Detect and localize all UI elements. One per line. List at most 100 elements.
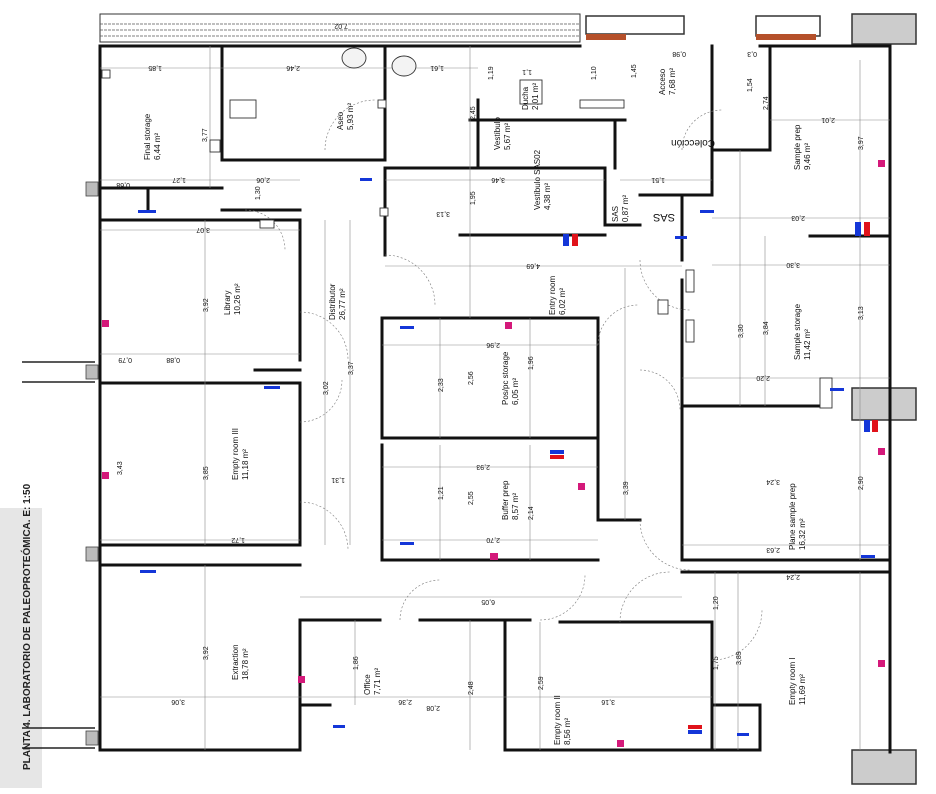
plan-title: PLANTA 4. LABORATORIO DE PALEOPROTEÓMICA… bbox=[20, 483, 33, 770]
area-empty-room-ii: 8,56 m² bbox=[563, 718, 572, 745]
room-collection: Colección bbox=[671, 137, 715, 148]
dim-d48: 1,72 bbox=[231, 536, 245, 543]
dim-d61: 1,86 bbox=[353, 656, 360, 670]
room-empty-room-iii: Empty room III bbox=[231, 428, 240, 480]
dim-d44: 3,24 bbox=[766, 478, 780, 485]
area-aseo: 5,93 m² bbox=[346, 103, 355, 130]
area-vestibulo: 5,67 m² bbox=[503, 123, 512, 150]
dim-d7: 1,19 bbox=[488, 66, 495, 80]
dim-d35: 2,33 bbox=[438, 378, 445, 392]
room-final-storage: Final storage bbox=[143, 113, 152, 160]
room-vestibulo-sas: Vestíbulo SAS02 bbox=[533, 149, 542, 210]
dim-d59: 3,06 bbox=[171, 698, 185, 705]
dim-d27: 3,92 bbox=[203, 298, 210, 312]
area-empty-room-iii: 11,18 m² bbox=[241, 449, 250, 480]
dim-d58: 1,75 bbox=[713, 656, 720, 670]
dim-d16: 2,06 bbox=[256, 176, 270, 183]
dim-d12: 2,74 bbox=[763, 96, 770, 110]
dim-d10: 0,3 bbox=[747, 50, 757, 57]
dim-d28: 2,96 bbox=[486, 341, 500, 348]
dim-d31: 3,13 bbox=[858, 306, 865, 320]
area-entry-room: 6,02 m² bbox=[558, 288, 567, 315]
room-sas: SAS bbox=[611, 206, 620, 222]
dim-d49: 2,70 bbox=[486, 536, 500, 543]
dim-d5: 1,10 bbox=[591, 66, 598, 80]
area-acceso: 7,68 m² bbox=[668, 68, 677, 95]
dim-d37: 1,96 bbox=[528, 356, 535, 370]
dim-d8: 2,45 bbox=[470, 106, 477, 120]
area-buffer-prep: 8,57 m² bbox=[511, 493, 520, 520]
dim-d43: 2,14 bbox=[528, 506, 535, 520]
room-distributor: Distributor bbox=[328, 283, 337, 320]
room-empty-room-ii: Empty room II bbox=[553, 695, 562, 745]
dim-d2: 2,46 bbox=[286, 64, 300, 71]
dim-d63: 3,89 bbox=[736, 651, 743, 665]
dim-d51: 2,24 bbox=[786, 573, 800, 580]
area-pcr-storage: 6,05 m² bbox=[511, 378, 520, 405]
dim-d4: 1,1 bbox=[522, 68, 532, 75]
dim-d33: 3,02 bbox=[323, 381, 330, 395]
room-vestibulo: Vestíbulo bbox=[493, 117, 502, 150]
dim-d53: 1,20 bbox=[713, 596, 720, 610]
dim-d66: 0,79 bbox=[118, 356, 132, 363]
area-sas: 0,87 m² bbox=[621, 195, 630, 222]
area-extraction: 18,78 m² bbox=[241, 648, 250, 680]
room-aseo: Aseo bbox=[336, 111, 345, 130]
area-sample-prep: 9,46 m² bbox=[803, 143, 812, 170]
dim-d38: 2,93 bbox=[476, 463, 490, 470]
room-extraction: Extraction bbox=[231, 644, 240, 680]
room-sample-storage: Sample storage bbox=[793, 303, 802, 360]
dim-d54: 3,92 bbox=[203, 646, 210, 660]
dim-d25: 4,69 bbox=[526, 262, 540, 269]
dim-d20: 1,51 bbox=[651, 176, 665, 183]
dim-d36: 2,56 bbox=[468, 371, 475, 385]
title-bar bbox=[0, 508, 42, 788]
dim-d11: 2,01 bbox=[821, 116, 835, 123]
area-sample-storage: 11,42 m² bbox=[803, 329, 812, 360]
dim-d29: 3,30 bbox=[738, 324, 745, 338]
dim-d30: 3,84 bbox=[763, 321, 770, 335]
dim-d19: 1,95 bbox=[470, 191, 477, 205]
dim-d41: 1,21 bbox=[438, 486, 445, 500]
dim-d45: 2,90 bbox=[858, 476, 865, 490]
area-final-storage: 6,44 m² bbox=[153, 133, 162, 160]
dim-d52: 6,05 bbox=[481, 598, 495, 605]
area-ducha: 2,01 m² bbox=[531, 83, 540, 110]
room-entry-room: Entry room bbox=[548, 276, 557, 315]
dim-d50: 2,63 bbox=[766, 546, 780, 553]
dim-d42: 2,55 bbox=[468, 491, 475, 505]
dim-d6: 1,45 bbox=[631, 64, 638, 78]
dim-d40: 3,39 bbox=[623, 481, 630, 495]
dim-d22: 3,97 bbox=[858, 136, 865, 150]
room-sas-label: SAS bbox=[653, 211, 675, 223]
room-office: Office bbox=[363, 674, 372, 695]
room-library: Library bbox=[223, 291, 232, 315]
dim-d32: 2,20 bbox=[756, 374, 770, 381]
dim-d9: 0,98 bbox=[672, 50, 686, 57]
dim-d39: 1,31 bbox=[331, 476, 345, 483]
area-office: 7,71 m² bbox=[373, 668, 382, 695]
dim-d46: 3,43 bbox=[117, 461, 124, 475]
dim-d21: 2,03 bbox=[791, 214, 805, 221]
dim-d14: 3,77 bbox=[202, 128, 209, 142]
dim-d64: 0,68 bbox=[116, 181, 130, 188]
dim-d13: 1,54 bbox=[747, 78, 754, 92]
dim-d34: 3,37 bbox=[348, 361, 355, 375]
room-plane-sample-prep: Plane sample prep bbox=[788, 483, 797, 550]
dim-d57: 3,16 bbox=[601, 698, 615, 705]
room-ducha: Ducha bbox=[521, 86, 530, 110]
dim-d24: 3,13 bbox=[436, 210, 450, 217]
dim-d47: 3,85 bbox=[203, 466, 210, 480]
dim-d62: 2,59 bbox=[538, 676, 545, 690]
area-empty-room-i: 11,69 m² bbox=[798, 674, 807, 705]
dim-d56: 2,48 bbox=[468, 681, 475, 695]
room-buffer-prep: Buffer prep bbox=[501, 480, 510, 520]
dim-d23: 3,07 bbox=[196, 226, 210, 233]
area-library: 10,26 m² bbox=[233, 283, 242, 315]
room-sample-prep: Sample prep bbox=[793, 124, 802, 170]
area-distributor: 26,77 m² bbox=[338, 288, 347, 320]
dim-d17: 1,30 bbox=[255, 186, 262, 200]
room-pcr-storage: Pos/pc storage bbox=[501, 351, 510, 405]
dim-d26: 3,30 bbox=[786, 261, 800, 268]
